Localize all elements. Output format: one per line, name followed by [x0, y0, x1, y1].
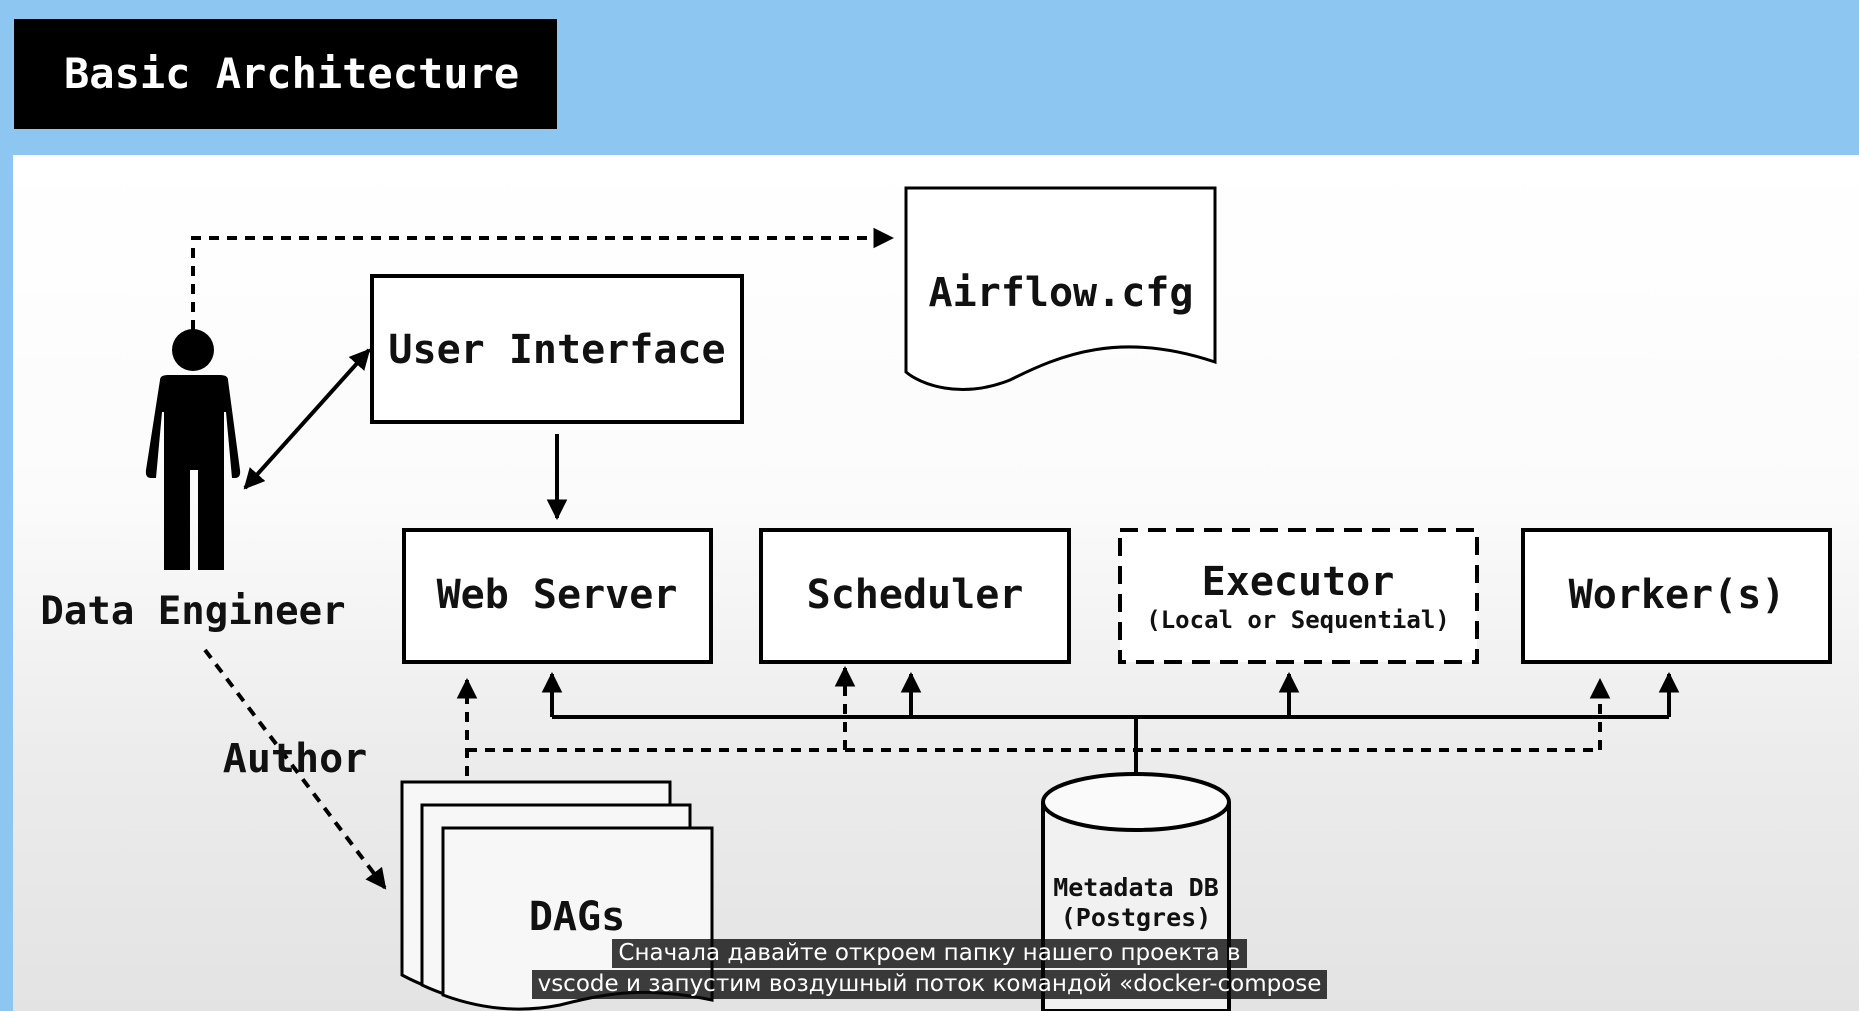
subtitle-line-1: Сначала давайте откроем папку нашего про…	[612, 939, 1247, 968]
executor-label: Executor	[1202, 559, 1395, 605]
user-interface-node	[370, 274, 744, 424]
scheduler-label: Scheduler	[807, 572, 1024, 618]
slide-title: Basic Architecture	[14, 19, 557, 129]
author-edge	[203, 648, 387, 890]
ui-interaction-edge	[243, 348, 371, 490]
video-subtitles: Сначала давайте откроем папку нашего про…	[0, 939, 1859, 999]
config-edge	[191, 227, 895, 330]
workers-node	[1521, 528, 1832, 664]
metadata-db-sublabel: (Postgres)	[1061, 903, 1212, 932]
scheduler-node	[759, 528, 1071, 664]
author-label: Author	[223, 736, 368, 782]
person-icon	[145, 329, 241, 570]
executor-sublabel: (Local or Sequential)	[1146, 606, 1449, 634]
metadata-bus	[541, 671, 1680, 799]
dags-bus	[456, 665, 1611, 776]
workers-label: Worker(s)	[1569, 572, 1786, 618]
subtitle-line-2: vscode и запустим воздушный поток команд…	[531, 970, 1328, 999]
metadata-db-label: Metadata DB	[1053, 873, 1219, 902]
web-server-label: Web Server	[437, 572, 678, 618]
executor-node	[1118, 528, 1479, 664]
user-interface-label: User Interface	[388, 327, 725, 373]
dags-stack	[400, 780, 714, 1011]
airflow-cfg-document	[904, 186, 1217, 391]
dags-label: DAGs	[529, 894, 625, 940]
airflow-cfg-label: Airflow.cfg	[929, 270, 1194, 316]
data-engineer-label: Data Engineer	[40, 589, 345, 634]
web-server-node	[402, 528, 713, 664]
